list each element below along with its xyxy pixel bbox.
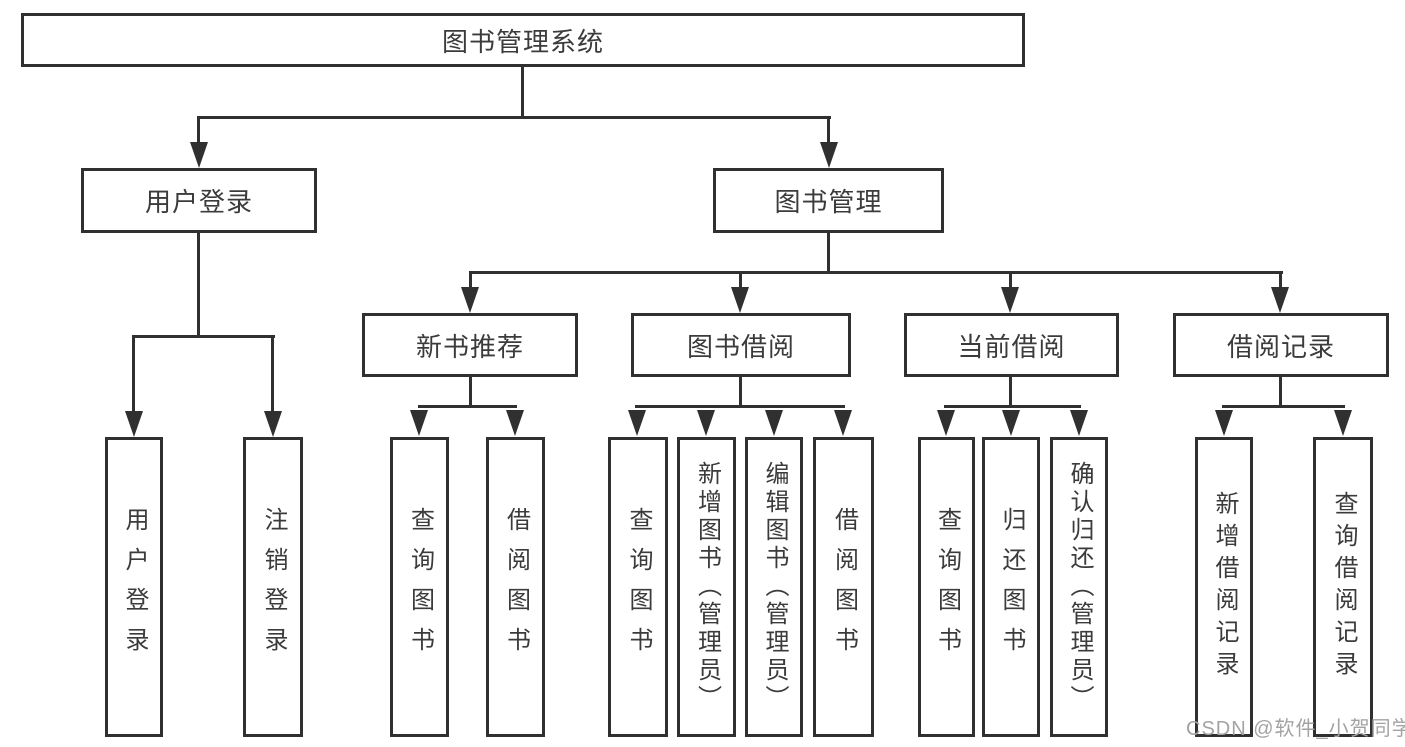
connector-to-book-borrowing xyxy=(739,271,742,291)
connector-user-login-stem xyxy=(197,233,200,338)
node-new-book-recommend-label: 新书推荐 xyxy=(415,331,524,362)
leaf-br-query-record: 查询借阅记录 xyxy=(1313,437,1373,737)
node-root-label: 图书管理系统 xyxy=(441,26,604,57)
leaf-bb-add-books-label: 新增图书（管理员） xyxy=(693,461,721,713)
csdn-watermark: CSDN @软件_小贺同学 xyxy=(1186,718,1405,740)
arrowhead-user-login xyxy=(190,142,208,168)
leaf-bb-query-books-label: 查询图书 xyxy=(625,507,652,667)
arrowhead-bb-query-books xyxy=(628,410,646,436)
leaf-br-add-record: 新增借阅记录 xyxy=(1195,437,1253,737)
connector-to-user-login xyxy=(197,116,200,146)
connector-new-book-rail xyxy=(418,405,517,408)
leaf-nb-borrow-books-label: 借阅图书 xyxy=(502,507,530,667)
arrowhead-borrowing-records xyxy=(1271,287,1289,313)
connector-to-book-management xyxy=(827,116,830,146)
leaf-nb-query-books: 查询图书 xyxy=(390,437,449,737)
leaf-logout-label: 注销登录 xyxy=(260,507,287,667)
node-new-book-recommend: 新书推荐 xyxy=(362,313,578,377)
arrowhead-new-book-recommend xyxy=(461,287,479,313)
leaf-br-query-record-label: 查询借阅记录 xyxy=(1330,491,1357,683)
leaf-nb-query-books-label: 查询图书 xyxy=(406,507,434,667)
connector-root-stem xyxy=(521,66,524,119)
leaf-cb-confirm-return-label: 确认归还（管理员） xyxy=(1066,461,1093,713)
node-root: 图书管理系统 xyxy=(21,13,1025,67)
connector-borrowing-records-stem xyxy=(1279,377,1282,408)
connector-to-leaf-user-login xyxy=(132,335,135,414)
connector-to-new-book-recommend xyxy=(469,271,472,291)
arrowhead-cb-query-books xyxy=(937,410,955,436)
arrowhead-cb-confirm-return xyxy=(1070,410,1088,436)
arrowhead-leaf-logout xyxy=(264,411,282,437)
leaf-bb-edit-books: 编辑图书（管理员） xyxy=(745,437,803,737)
leaf-cb-query-books: 查询图书 xyxy=(918,437,975,737)
connector-user-login-rail xyxy=(132,335,275,338)
arrowhead-current-borrowing xyxy=(1001,287,1019,313)
leaf-cb-confirm-return: 确认归还（管理员） xyxy=(1050,437,1108,737)
leaf-cb-return-books: 归还图书 xyxy=(982,437,1040,737)
node-user-login-label: 用户登录 xyxy=(144,187,253,217)
node-book-management-label: 图书管理 xyxy=(774,187,883,217)
node-user-login: 用户登录 xyxy=(81,168,317,233)
connector-book-borrowing-rail xyxy=(635,405,845,408)
leaf-bb-borrow-books-label: 借阅图书 xyxy=(830,507,858,667)
node-book-borrowing: 图书借阅 xyxy=(631,313,851,377)
arrowhead-nb-borrow-books xyxy=(506,410,524,436)
node-borrowing-records-label: 借阅记录 xyxy=(1226,331,1335,362)
leaf-br-add-record-label: 新增借阅记录 xyxy=(1211,491,1238,683)
node-current-borrowing: 当前借阅 xyxy=(904,313,1119,377)
arrowhead-br-query-record xyxy=(1334,410,1352,436)
leaf-bb-query-books: 查询图书 xyxy=(608,437,668,737)
connector-book-management-stem xyxy=(827,233,830,274)
node-borrowing-records: 借阅记录 xyxy=(1173,313,1389,377)
connector-to-borrowing-records xyxy=(1279,271,1282,291)
leaf-cb-return-books-label: 归还图书 xyxy=(998,507,1025,667)
connector-borrowing-records-rail xyxy=(1222,405,1345,408)
arrowhead-bb-borrow-books xyxy=(834,410,852,436)
leaf-bb-add-books: 新增图书（管理员） xyxy=(677,437,736,737)
connector-to-leaf-logout xyxy=(271,335,274,414)
arrowhead-br-add-record xyxy=(1215,410,1233,436)
arrowhead-book-management xyxy=(820,142,838,168)
arrowhead-bb-add-books xyxy=(697,410,715,436)
leaf-bb-edit-books-label: 编辑图书（管理员） xyxy=(761,461,788,713)
connector-level1-rail xyxy=(197,116,831,119)
arrowhead-book-borrowing xyxy=(731,287,749,313)
leaf-user-login: 用户登录 xyxy=(105,437,163,737)
leaf-cb-query-books-label: 查询图书 xyxy=(933,507,961,667)
leaf-user-login-label: 用户登录 xyxy=(121,507,148,667)
arrowhead-leaf-user-login xyxy=(125,411,143,437)
leaf-logout: 注销登录 xyxy=(243,437,303,737)
connector-current-borrowing-rail xyxy=(944,405,1081,408)
arrowhead-bb-edit-books xyxy=(765,410,783,436)
connector-book-borrowing-stem xyxy=(739,377,742,408)
node-book-management: 图书管理 xyxy=(713,168,944,233)
connector-to-current-borrowing xyxy=(1009,271,1012,291)
leaf-nb-borrow-books: 借阅图书 xyxy=(486,437,545,737)
connector-new-book-stem xyxy=(469,377,472,408)
node-book-borrowing-label: 图书借阅 xyxy=(686,331,795,362)
connector-level3-rail xyxy=(469,271,1283,274)
arrowhead-nb-query-books xyxy=(410,410,428,436)
leaf-bb-borrow-books: 借阅图书 xyxy=(813,437,874,737)
connector-current-borrowing-stem xyxy=(1009,377,1012,408)
arrowhead-cb-return-books xyxy=(1002,410,1020,436)
node-current-borrowing-label: 当前借阅 xyxy=(957,331,1066,362)
